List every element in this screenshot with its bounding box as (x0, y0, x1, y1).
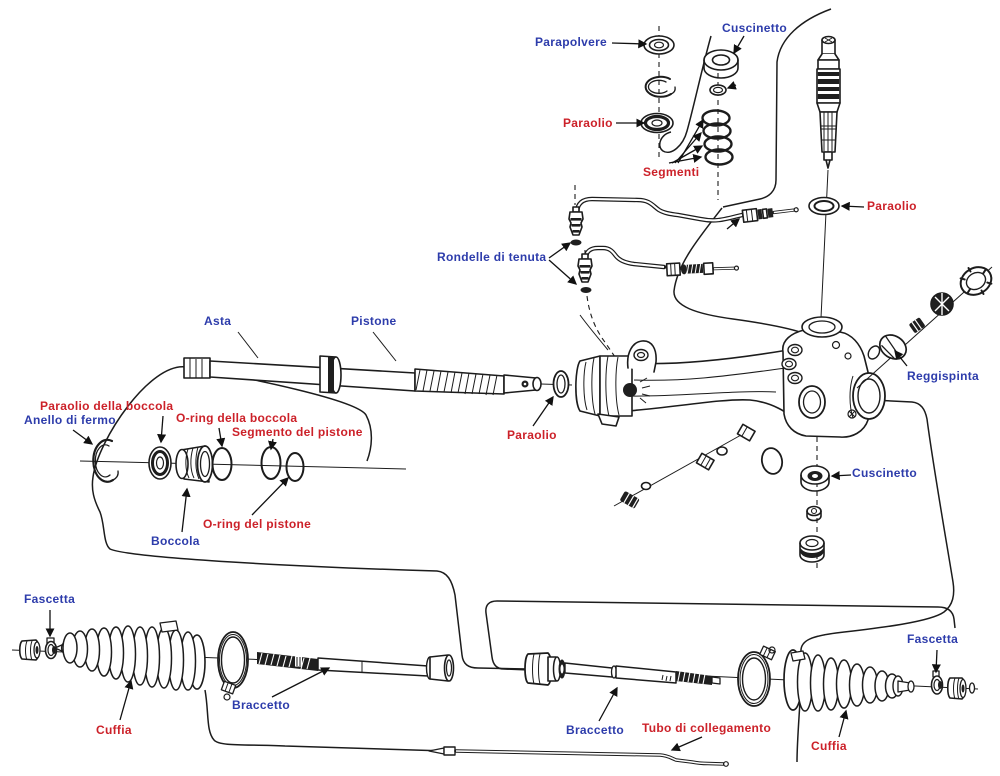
boot-ring-clamp-left (217, 631, 249, 701)
lock-nut-left (18, 639, 41, 661)
label-cuffia-left: Cuffia (96, 723, 132, 737)
label-pistone: Pistone (351, 314, 397, 328)
label-arrows (45, 35, 941, 752)
boot-ring-clamp-right (737, 645, 776, 707)
grouping-outlines (91, 8, 956, 763)
label-oring-boccola: O-ring della boccola (176, 411, 298, 425)
label-anello-di-fermo: Anello di fermo (24, 413, 116, 427)
label-paraolio-center: Paraolio (507, 428, 557, 442)
inner-tie-rod-right (564, 662, 721, 685)
connecting-tube (428, 746, 729, 767)
left-tie-rod-assembly (11, 620, 455, 701)
label-paraolio-top: Paraolio (563, 116, 613, 130)
pipe-union-upper (741, 207, 799, 224)
boot-right (783, 649, 915, 712)
label-cuscinetto-top: Cuscinetto (722, 21, 788, 35)
pinion-shaft (808, 35, 841, 319)
label-asta: Asta (204, 314, 232, 328)
bushing-parts-row (79, 438, 407, 483)
boot-left (62, 620, 206, 691)
thrust-piece (867, 334, 908, 360)
snap-ring (92, 438, 119, 483)
rack-shaft (183, 331, 573, 398)
adjuster-cap (930, 292, 954, 316)
flare-fitting-upper (568, 206, 584, 246)
label-paraolio-right: Paraolio (867, 199, 917, 213)
label-tubo: Tubo di collegamento (642, 721, 772, 735)
coupling-nut-right (524, 652, 562, 686)
input-seal-column (640, 26, 676, 160)
label-reggispinta: Reggispinta (907, 369, 979, 383)
label-parapolvere: Parapolvere (535, 35, 608, 49)
inner-tie-rod-left (257, 652, 455, 682)
label-oring-pistone: O-ring del pistone (203, 517, 312, 531)
label-fascetta-left: Fascetta (24, 592, 76, 606)
bushing (175, 445, 214, 483)
snap-ring-top (644, 75, 676, 98)
label-cuscinetto-right: Cuscinetto (852, 466, 918, 480)
label-fascetta-right: Fascetta (907, 632, 959, 646)
label-paraolio-boccola: Paraolio della boccola (40, 399, 174, 413)
label-rondelle: Rondelle di tenuta (437, 250, 547, 264)
pipe-union-lower (665, 262, 740, 277)
lock-ring (959, 266, 993, 296)
label-segmenti: Segmenti (643, 165, 700, 179)
label-boccola: Boccola (151, 534, 200, 548)
label-braccetto-right: Braccetto (566, 723, 625, 737)
label-cuffia-right: Cuffia (811, 739, 847, 753)
right-tie-rod-assembly (524, 645, 979, 712)
lock-nut-right (946, 677, 976, 700)
label-segmento-pistone: Segmento del pistone (232, 425, 363, 439)
label-braccetto-left: Braccetto (232, 698, 291, 712)
valve-lower-parts (613, 423, 830, 570)
boot-clamp-right (930, 670, 944, 695)
rack-housing (575, 316, 886, 438)
flare-fitting-lower (577, 253, 593, 293)
bearing-segments-column (701, 49, 739, 200)
hydraulic-pipes (568, 185, 799, 369)
